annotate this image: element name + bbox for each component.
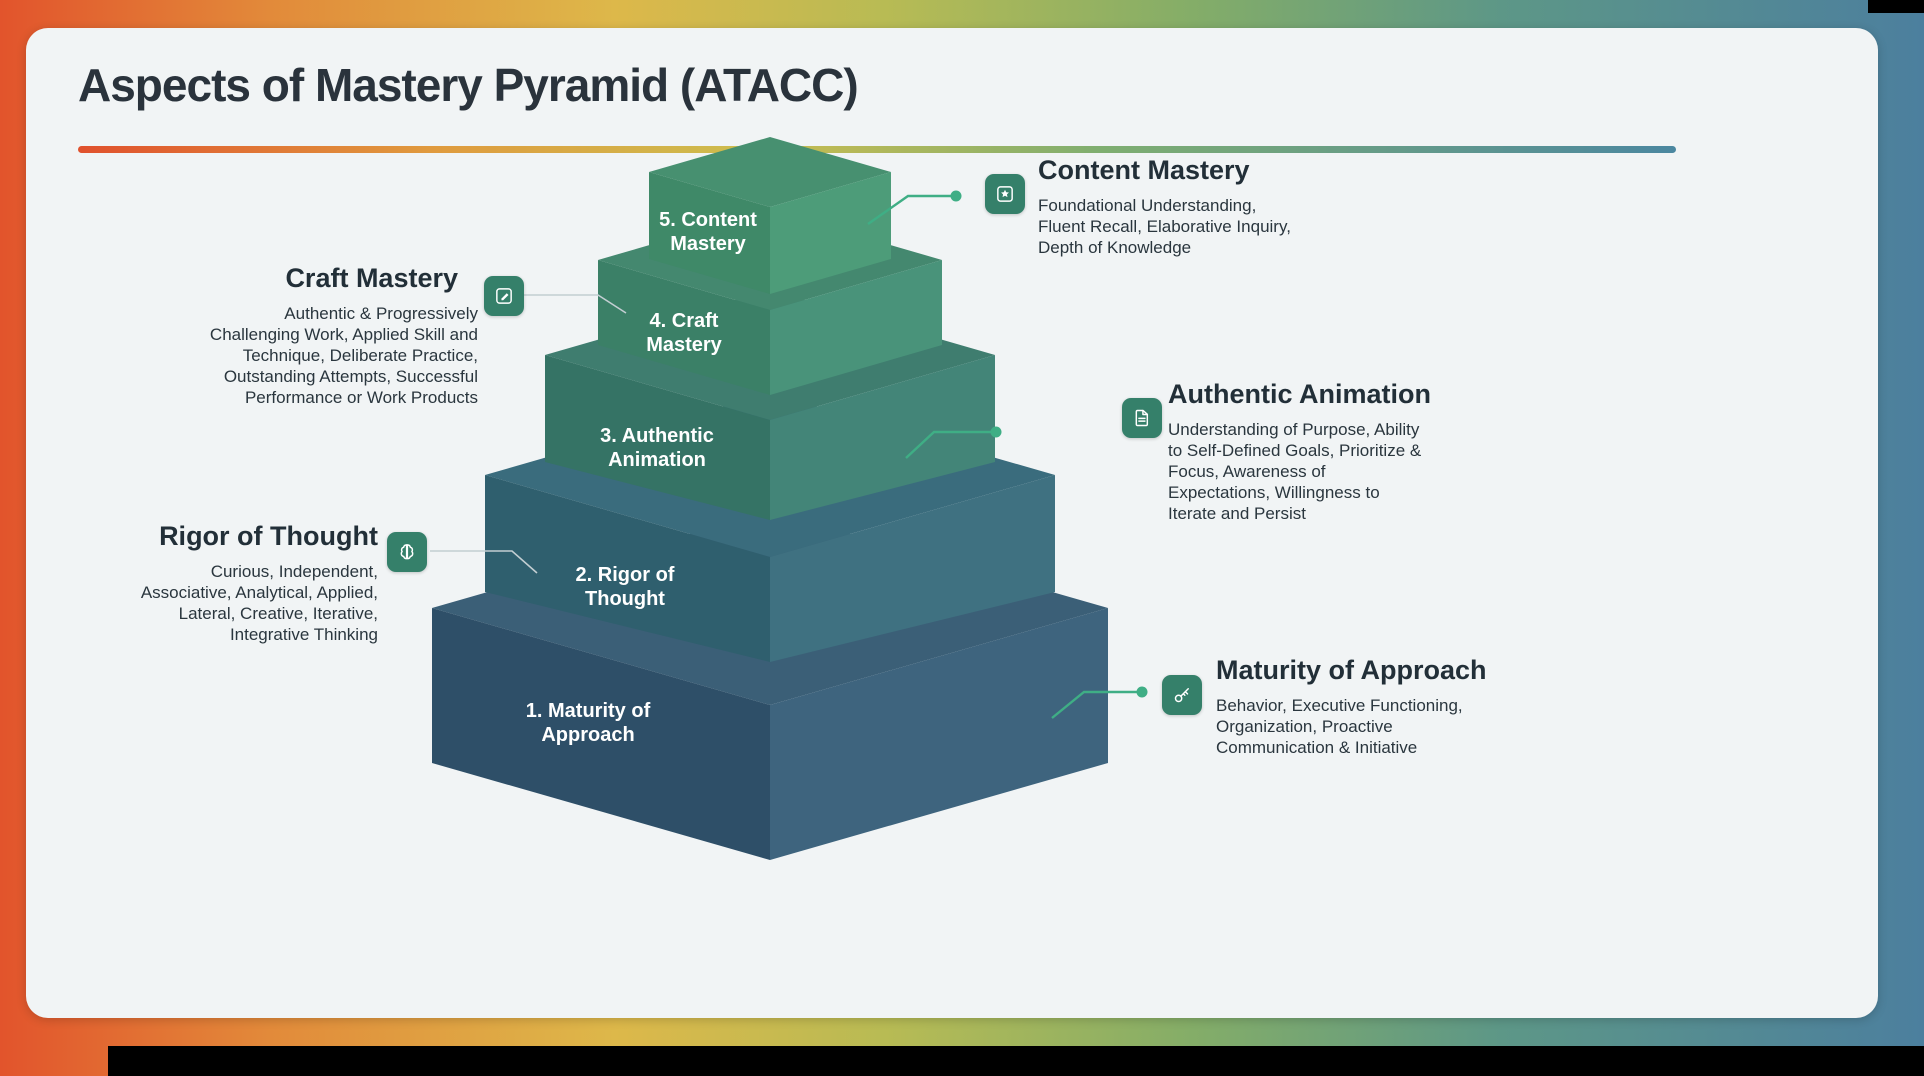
callout-rigor-of-thought-title: Rigor of Thought — [159, 521, 378, 551]
key-icon — [1162, 675, 1202, 715]
callout-craft-mastery-description: Authentic & Progressively Challenging Wo… — [209, 303, 478, 407]
callout-maturity-of-approach-title: Maturity of Approach — [1216, 655, 1487, 685]
title-underline — [78, 146, 1676, 153]
callout-maturity-of-approach-description: Behavior, Executive Functioning, Organiz… — [1216, 695, 1463, 757]
callout-maturity-of-approach: Maturity of Approach Behavior, Executive… — [1216, 655, 1526, 758]
tier-5-label: 5. Content Mastery — [659, 209, 757, 255]
document-icon — [1122, 398, 1162, 438]
tier-3-label: 3. Authentic Animation — [600, 425, 714, 471]
callout-rigor-of-thought-description: Curious, Independent, Associative, Analy… — [140, 561, 378, 644]
brain-icon — [387, 532, 427, 572]
callout-craft-mastery: Craft Mastery Authentic & Progressively … — [186, 263, 478, 408]
page-title: Aspects of Mastery Pyramid (ATACC) — [78, 59, 859, 111]
tier-4-label: 4. Craft Mastery — [646, 310, 722, 356]
callout-authentic-animation: Authentic Animation Understanding of Pur… — [1168, 379, 1453, 524]
callout-rigor-of-thought: Rigor of Thought Curious, Independent, A… — [120, 521, 378, 645]
badge-star-icon — [985, 174, 1025, 214]
screen-mask-top-right — [1868, 0, 1924, 13]
callout-craft-mastery-title: Craft Mastery — [285, 263, 458, 293]
callout-authentic-animation-description: Understanding of Purpose, Ability to Sel… — [1168, 419, 1422, 523]
tier-2-label: 2. Rigor of Thought — [575, 564, 675, 610]
callout-content-mastery: Content Mastery Foundational Understandi… — [1038, 155, 1378, 258]
callout-authentic-animation-title: Authentic Animation — [1168, 379, 1431, 409]
pencil-square-icon — [484, 276, 524, 316]
screen-mask-bottom — [108, 1046, 1924, 1076]
callout-content-mastery-title: Content Mastery — [1038, 155, 1250, 185]
callout-content-mastery-description: Foundational Understanding, Fluent Recal… — [1038, 195, 1291, 257]
tier-1-label: 1. Maturity of Approach — [525, 700, 651, 746]
